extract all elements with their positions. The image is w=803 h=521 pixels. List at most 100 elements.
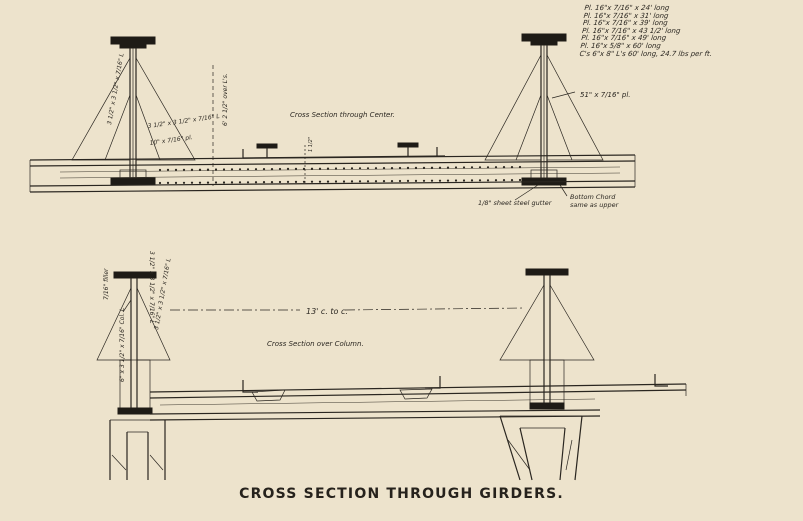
rivet [222, 168, 226, 171]
rivet [398, 166, 402, 170]
rivet [414, 179, 418, 182]
web-plate-label: 51" x 7/16" pl. [580, 91, 631, 99]
spacing-label: 13' c. to c. [306, 307, 348, 316]
top-section-title: Cross Section through Center. [290, 111, 395, 119]
rivet [486, 166, 490, 169]
rivet [294, 167, 298, 170]
rivet [486, 179, 490, 182]
bottom-chord-label: Bottom Chord [570, 193, 616, 201]
rivet [494, 179, 498, 182]
rivet [286, 167, 290, 170]
bottom-chord-note: same as upper [570, 201, 620, 209]
rivet [478, 166, 482, 169]
rivet [406, 166, 410, 169]
rivet [470, 166, 474, 169]
rivet [230, 181, 234, 184]
stiff-angle-label: 3 1/2" x 3 1/2" x 7/16" L [147, 113, 220, 130]
rivet [446, 179, 450, 182]
rivet [206, 168, 210, 171]
depth-label: 6' 2 1/2" over L's. [222, 73, 229, 126]
rivet [174, 168, 178, 171]
rivet [166, 181, 170, 184]
rivet [366, 167, 370, 170]
rivet [438, 166, 442, 169]
rivet [246, 181, 250, 184]
column-angle-label: 6" x 3 1/2" x 7/16" Col. L [119, 308, 126, 382]
rivet [310, 167, 314, 170]
rivet [358, 180, 362, 183]
rails-top [242, 142, 446, 159]
rivet [390, 167, 394, 170]
rivet [238, 181, 242, 184]
rivet [318, 180, 322, 183]
rivet [334, 180, 338, 183]
rivet [502, 166, 506, 169]
filler-leader [122, 299, 132, 313]
rivet [510, 179, 514, 182]
bottom-section-title: Cross Section over Column. [267, 340, 364, 348]
rivet [518, 178, 522, 182]
rivet [294, 180, 298, 183]
rivet [438, 179, 442, 182]
rivet [302, 180, 306, 183]
rivet [174, 181, 178, 184]
rivet [302, 167, 306, 170]
rivet [318, 167, 322, 170]
rivet [158, 181, 162, 185]
rivet [430, 179, 434, 182]
rivet [262, 168, 266, 171]
rivet [398, 179, 402, 183]
gutter-label: 1/8" sheet steel gutter [478, 199, 553, 207]
rivet [462, 166, 466, 169]
rivet [350, 167, 354, 170]
plate-list-item: C's 6"x 8" L's 60' long, 24.7 lbs per ft… [579, 49, 713, 58]
bottom-chord-leader [559, 184, 568, 197]
rivet [254, 181, 258, 184]
rivet [342, 180, 346, 183]
rivet [222, 181, 226, 184]
left-girder-bottom [96, 271, 171, 415]
rivet [270, 168, 274, 171]
rivet [374, 180, 378, 183]
right-girder-bottom [499, 268, 595, 410]
bottom-cross-section: Cross Section over Column. 13' c. to c. … [96, 251, 687, 481]
rivet [278, 180, 282, 184]
rivet [462, 179, 466, 182]
top-cross-section: Cross Section through Center. 51" x 7/16… [29, 33, 636, 209]
rivet [374, 167, 378, 170]
rivet [422, 179, 426, 182]
rivet [334, 167, 338, 170]
rivet [190, 181, 194, 184]
rivet [166, 168, 170, 171]
rivet [182, 168, 186, 171]
rivet [190, 168, 194, 171]
rivet [262, 181, 266, 184]
rivet [230, 168, 234, 171]
rivet [206, 181, 210, 184]
rivet [478, 179, 482, 182]
rivet [518, 165, 522, 169]
web-plate-leader [551, 91, 576, 99]
rivet [494, 166, 498, 169]
top-angle-label: 3 1/2" x 3 1/2" x 7/16" L [148, 251, 155, 324]
rivet [406, 179, 410, 182]
filler-label: 7/16" filler [103, 268, 110, 300]
rivet [254, 168, 258, 171]
rivet [350, 180, 354, 183]
rivet [286, 180, 290, 183]
rivet [422, 166, 426, 169]
rivet [390, 180, 394, 183]
floor-beam-bottom [149, 383, 687, 421]
rivet [470, 179, 474, 182]
rivet-rows-top [158, 165, 522, 185]
right-column [499, 415, 583, 481]
rivet [446, 166, 450, 169]
rivet [510, 166, 514, 169]
rivet [310, 180, 314, 183]
rails-bottom [242, 374, 668, 402]
rivet [246, 168, 250, 171]
rivet [502, 179, 506, 182]
spacing-dimension [170, 307, 525, 311]
